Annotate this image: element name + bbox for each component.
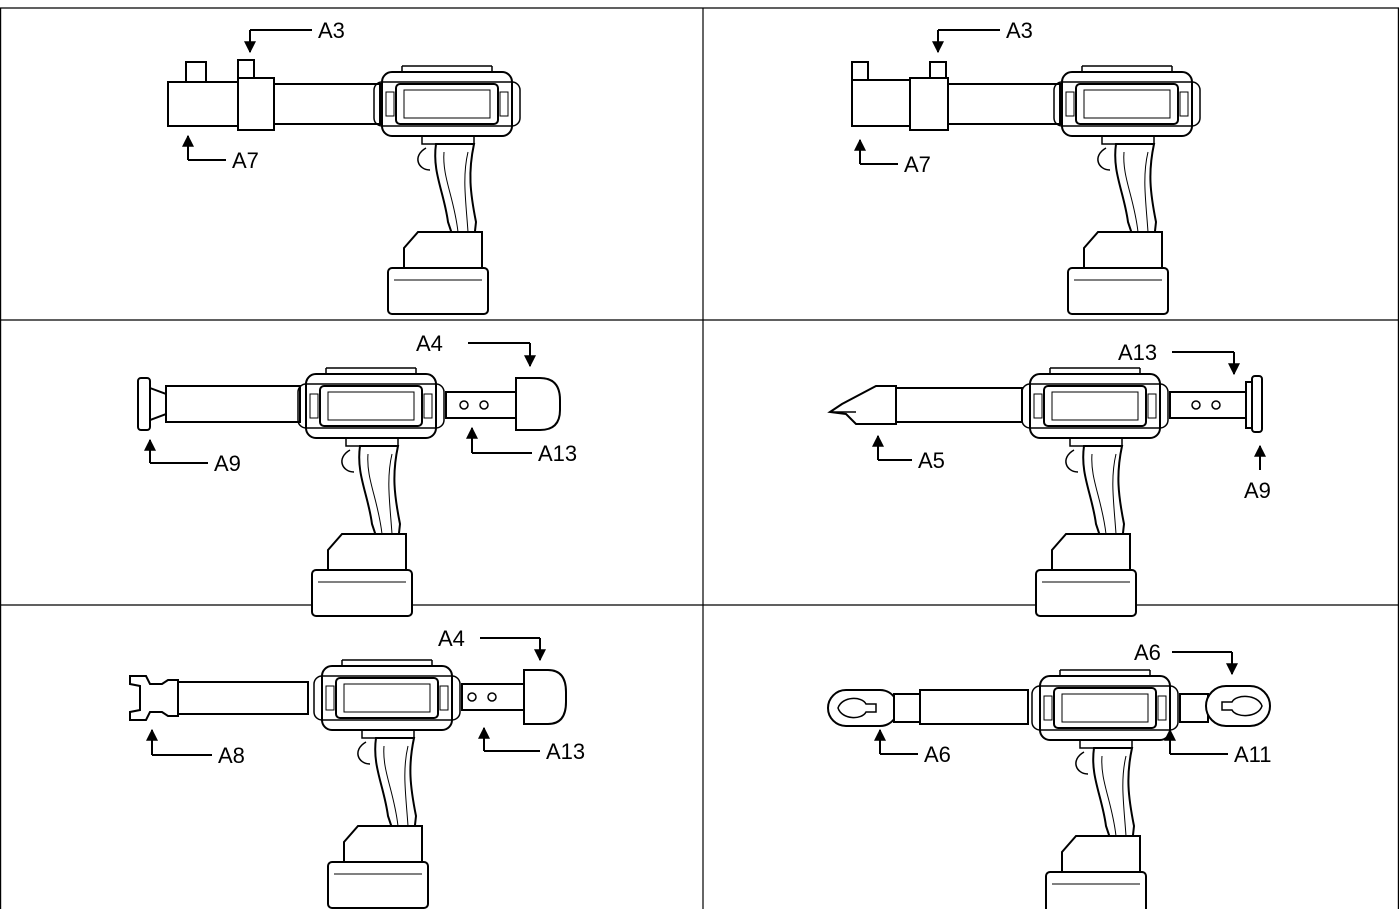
cell-5: A4 A8 A13 [129, 626, 585, 909]
callout-label-top: A4 [416, 331, 443, 356]
callout-label-right: A13 [538, 441, 577, 466]
callout-label-top: A13 [1118, 340, 1157, 365]
callout-label-bottom: A7 [904, 152, 931, 177]
tool-illustration [851, 61, 1201, 315]
callout-label-left: A6 [924, 742, 951, 767]
callout-label-top: A4 [438, 626, 465, 651]
tool-illustration [129, 659, 567, 909]
callout-label-right: A11 [1234, 742, 1272, 767]
cell-1: A3 A7 [167, 18, 521, 315]
callout-label-right: A13 [546, 739, 585, 764]
callout-label-right: A9 [1244, 478, 1271, 503]
callout-label-top: A3 [1006, 18, 1033, 43]
callout-label-top: A6 [1134, 640, 1161, 665]
cell-6: A6 A6 A11 [827, 640, 1272, 909]
tool-illustration [167, 59, 521, 315]
tool-illustration [827, 367, 1263, 617]
callout-label-left: A5 [918, 448, 945, 473]
tool-illustration [827, 669, 1271, 909]
cell-2: A3 A7 [851, 18, 1201, 315]
cell-4: A13 A5 A9 [827, 340, 1271, 617]
cell-3: A4 A9 A13 [137, 331, 577, 617]
table-grid [0, 7, 1399, 909]
callout-label-bottom: A7 [232, 148, 259, 173]
callout-label-left: A8 [218, 743, 245, 768]
callout-label-left: A9 [214, 451, 241, 476]
callout-label-top: A3 [318, 18, 345, 43]
tool-illustration [137, 367, 561, 617]
